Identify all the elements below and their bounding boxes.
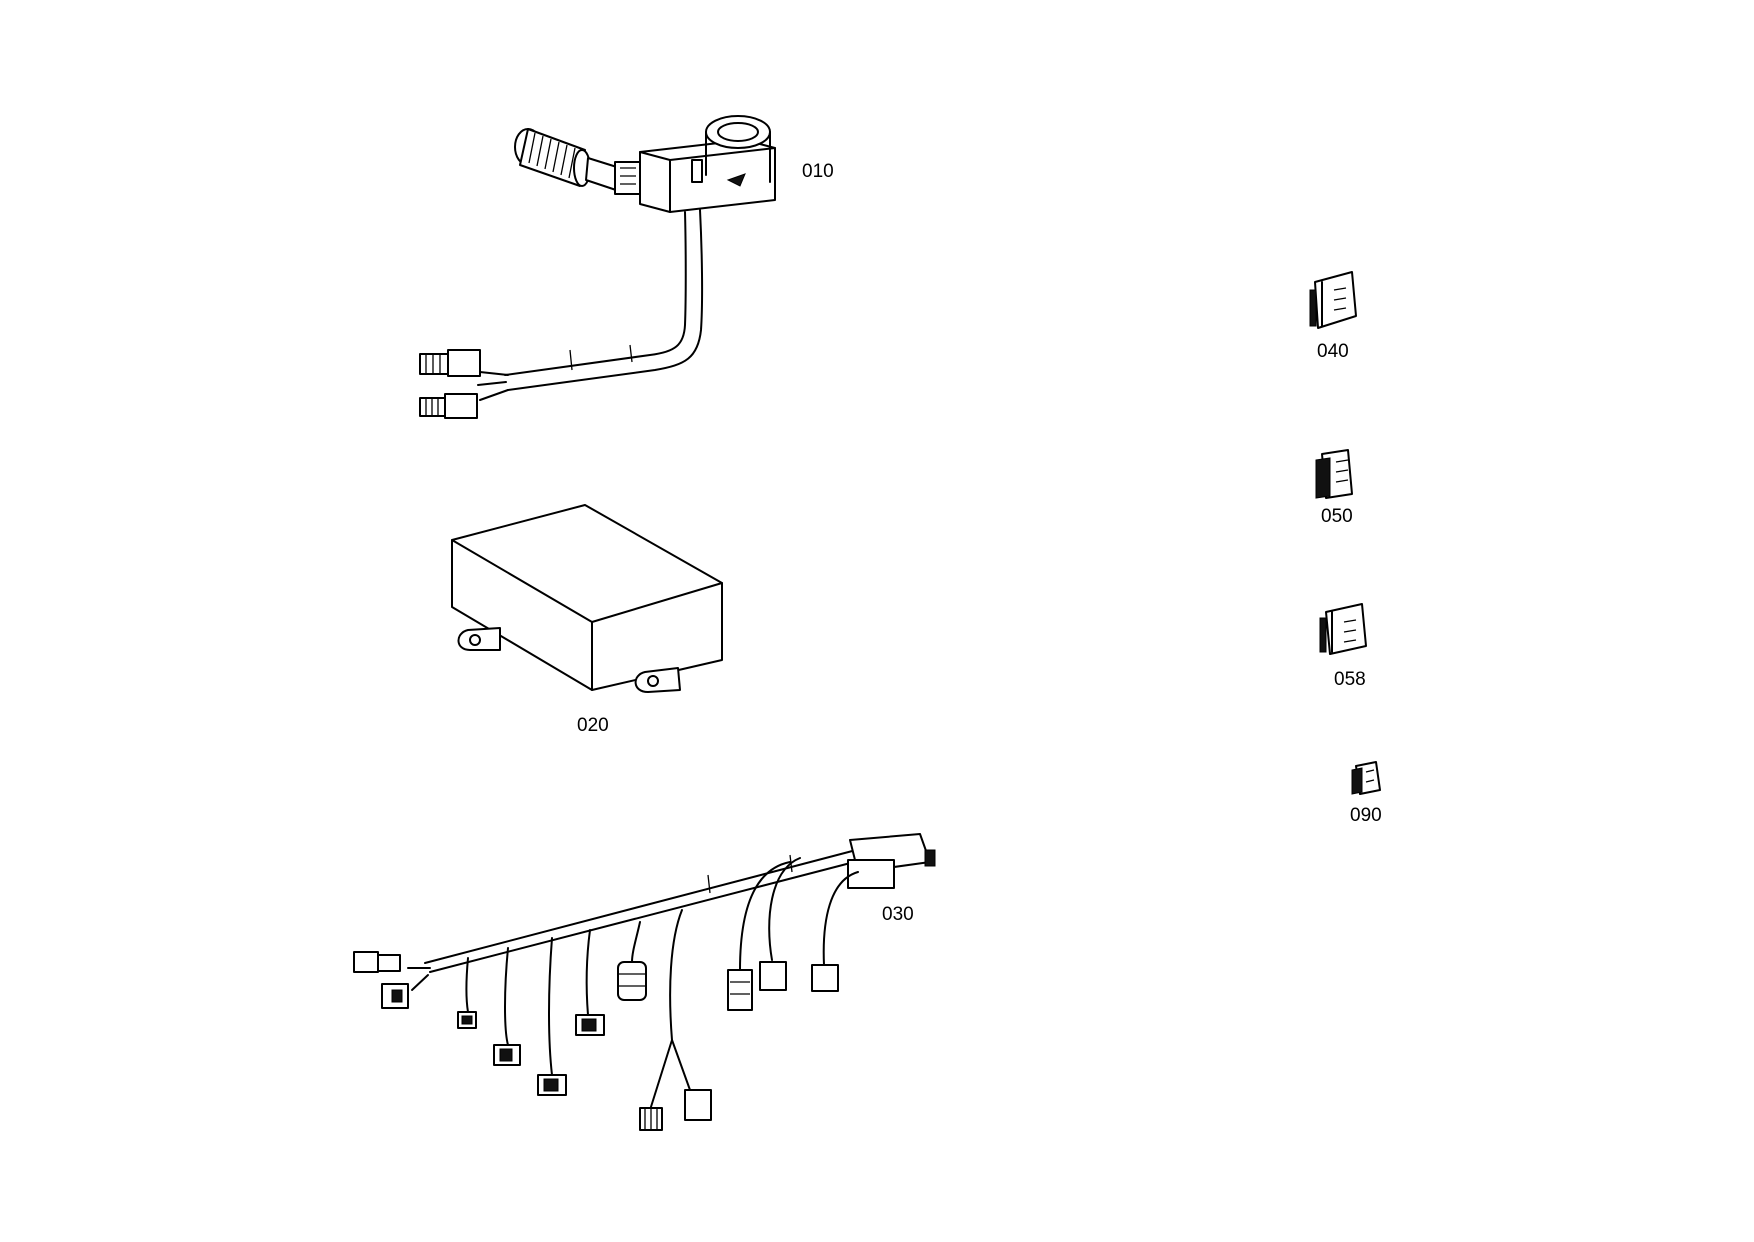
label-090: 090 (1350, 805, 1382, 826)
part-030-wiring-harness (353, 833, 936, 1131)
label-058: 058 (1334, 669, 1366, 690)
label-040: 040 (1317, 341, 1349, 362)
part-040-connector (1309, 271, 1357, 329)
label-010: 010 (802, 161, 834, 182)
switch-grip (514, 128, 642, 195)
label-020: 020 (577, 715, 609, 736)
switch-connectors (419, 349, 481, 419)
switch-clamp-body (639, 115, 776, 213)
part-090-connector (1351, 761, 1381, 795)
label-050: 050 (1321, 506, 1353, 527)
part-020-control-box (451, 504, 723, 693)
part-058-connector (1319, 603, 1367, 655)
part-050-connector (1315, 449, 1353, 499)
switch-cable (477, 209, 704, 401)
part-010-column-switch (419, 115, 776, 419)
label-030: 030 (882, 904, 914, 925)
